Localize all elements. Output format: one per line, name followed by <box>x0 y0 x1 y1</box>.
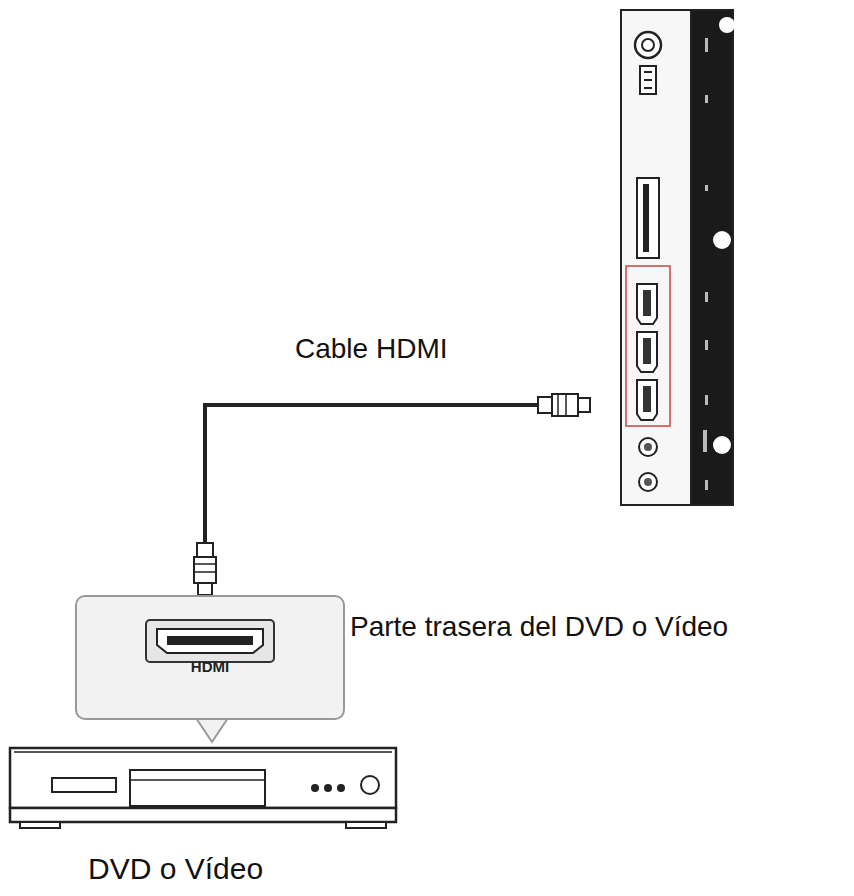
hdmi-cable <box>194 394 590 595</box>
port-label: HDMI <box>77 659 343 676</box>
callout-title: Parte trasera del DVD o Vídeo <box>350 612 728 643</box>
device-label: DVD o Vídeo <box>88 852 263 885</box>
tv-side-panel <box>621 10 735 505</box>
callout-pointer <box>196 718 228 742</box>
callout-box: HDMI <box>75 595 345 720</box>
dvd-player <box>10 748 396 828</box>
cable-label: Cable HDMI <box>295 334 447 365</box>
hdmi-port <box>145 619 275 663</box>
